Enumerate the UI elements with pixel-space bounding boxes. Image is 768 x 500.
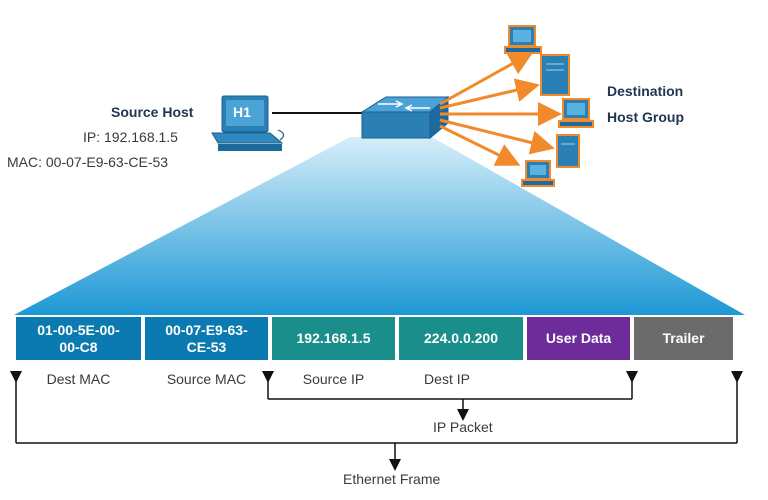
field-user-data: User Data	[525, 315, 632, 362]
destination-line-1: Destination	[607, 83, 684, 99]
ip-packet-label: IP Packet	[433, 419, 493, 435]
field-source-ip: 192.168.1.5	[270, 315, 397, 362]
source-host-computer-icon	[211, 95, 285, 151]
field-source-mac: 00-07-E9-63- CE-53	[143, 315, 270, 362]
zoom-beam	[14, 137, 745, 315]
destination-pc-3-icon	[521, 160, 555, 187]
destination-pc-1-icon	[504, 25, 542, 54]
ethernet-frame-label: Ethernet Frame	[343, 471, 441, 487]
switch-icon	[360, 95, 450, 140]
caption-dest-mac: Dest MAC	[46, 371, 111, 387]
source-ip: IP: 192.168.1.5	[83, 129, 178, 145]
field-dest-mac: 01-00-5E-00- 00-C8	[14, 315, 143, 362]
source-host-title: Source Host	[111, 104, 194, 120]
field-dest-ip: 224.0.0.200	[397, 315, 525, 362]
caption-dest-ip: Dest IP	[424, 371, 470, 387]
caption-source-mac: Source MAC	[166, 371, 247, 387]
ip-packet-bracket	[262, 371, 638, 421]
caption-source-ip: Source IP	[302, 371, 365, 387]
destination-pc-2-icon	[558, 98, 594, 128]
source-mac: MAC: 00-07-E9-63-CE-53	[7, 154, 169, 170]
ethernet-frame-bracket	[10, 371, 743, 471]
host-badge: H1	[233, 104, 251, 120]
destination-server-icon	[540, 54, 570, 96]
field-trailer: Trailer	[632, 315, 735, 362]
multicast-arrows	[439, 52, 562, 166]
destination-tower-icon	[556, 134, 580, 168]
destination-line-2: Host Group	[607, 109, 684, 125]
